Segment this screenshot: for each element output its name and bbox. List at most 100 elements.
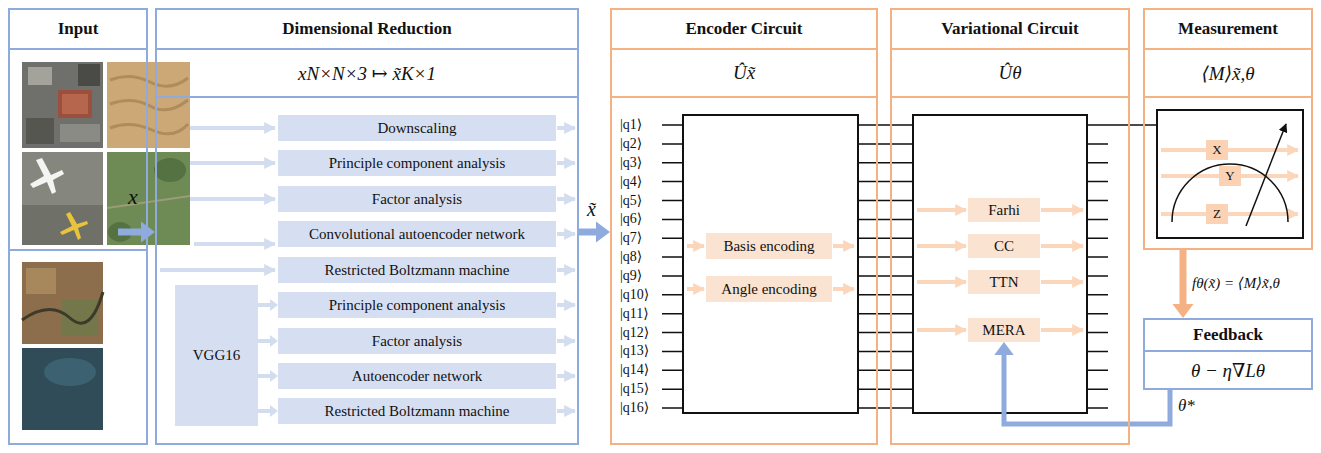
connector-line [258,409,270,413]
method-label: Farhi [988,202,1020,219]
arrowhead [596,222,610,243]
court [62,94,88,114]
method-box: Factor analysis [278,186,556,212]
edge-label: θ* [1178,396,1195,416]
panel-header: Input [10,10,146,50]
method-label: Basis encoding [723,238,814,255]
urban-image [22,62,103,148]
connector [258,299,278,311]
connector-line [258,339,270,343]
road [107,196,190,208]
connector-line [258,374,270,378]
method-box: Angle encoding [706,276,832,302]
method-box: Principle component analysis [278,150,556,176]
dunes [110,76,188,133]
pauli-label: X [1212,142,1221,158]
variational-block [913,115,1087,413]
method-box: MERA [968,318,1040,342]
stage-panel: Dimensional Reduction xN×N×3 ↦ x̃K×1Downs… [155,8,579,445]
qubit-label: |q12⟩ [620,324,649,341]
qubit-label: |q5⟩ [620,192,642,209]
panel-header: Dimensional Reduction [157,10,577,50]
image-ground [22,152,103,245]
meter-needle [1246,124,1286,226]
connector-line [1180,250,1187,304]
qubit-label: |q10⟩ [620,286,649,303]
arrowhead [270,405,278,417]
flow-arrow [190,161,275,165]
flow-arrow [557,409,575,413]
tree-patch [154,158,186,182]
method-box: Factor analysis [278,328,556,354]
panel-title: Encoder Circuit [686,19,803,39]
flow-arrow [557,374,575,378]
edge-label: fθ(x̃) = ⟨M⟩x̃,θ [1192,274,1280,292]
flow-arrow [557,303,575,307]
stage-panel: Encoder CircuitÛx̃Basis encodingAngle en… [610,8,878,445]
pauli-box: Y [1219,166,1241,186]
edge-label: x̃ [587,198,596,221]
qubit-label: |q16⟩ [620,399,649,416]
image-ground [22,262,103,344]
method-box: TTN [968,270,1040,294]
method-label: Downscaling [377,120,456,137]
formula: xN×N×3 ↦ x̃K×1 [298,62,436,85]
airport-image [22,152,103,245]
flow-arrow [1041,328,1083,332]
flow-arrow [917,280,966,284]
qubit-label: |q13⟩ [620,342,649,359]
formula-row: ⟨M⟩x̃,θ [1145,50,1311,98]
image-ground [107,62,190,148]
flow-arrow [557,232,575,236]
flow-arrow [917,328,966,332]
encoder-block [683,115,858,413]
pauli-box: Z [1206,204,1228,224]
panel-header: Feedback [1145,320,1311,352]
flow-arrow [687,287,704,291]
panel-title: Dimensional Reduction [282,19,452,39]
flow-arrow [833,244,854,248]
qubit-label: |q8⟩ [620,248,642,265]
connector [1173,250,1194,318]
building [60,124,100,142]
method-box: Restricted Boltzmann machine [278,398,556,424]
flow-arrow [917,208,966,212]
flow-arrow [557,126,575,130]
connector [258,335,278,347]
flow-arrow [557,339,575,343]
formula-row: xN×N×3 ↦ x̃K×1 [157,50,577,98]
flow-arrow [190,126,275,130]
flow-arrow [194,242,275,246]
connector-line [579,229,596,236]
method-box: VGG16 [175,285,258,426]
image-ground [22,348,103,430]
formula-row: Ûθ [892,50,1128,98]
flow-arrow [1161,212,1298,216]
building [28,67,52,85]
flow-arrow [1041,280,1083,284]
flow-arrow [1161,148,1298,152]
formula: ⟨M⟩x̃,θ [1201,62,1254,85]
qubit-label: |q1⟩ [620,116,642,133]
pauli-label: Y [1225,168,1234,184]
panel-divider [8,249,148,251]
method-label: Angle encoding [721,281,816,298]
panel-header: Encoder Circuit [612,10,876,50]
stage-panel: Variational CircuitÛθFarhiCCTTNMERA [890,8,1130,445]
method-box: Convolutional autoencoder network [278,221,556,247]
farmland-image [22,262,103,344]
method-label: Restricted Boltzmann machine [325,403,510,420]
formula-row: θ − η∇Lθ [1145,352,1311,388]
flow-arrow [160,268,275,272]
qubit-wires [662,125,1157,408]
method-box: Principle component analysis [278,292,556,318]
meter-box [1157,110,1303,238]
method-box: CC [968,234,1040,258]
qubit-label: |q11⟩ [620,305,649,322]
flow-arrow [557,197,575,201]
connector [579,222,610,243]
qubit-label: |q9⟩ [620,267,642,284]
flow-arrow [557,161,575,165]
flow-arrows [687,210,1083,330]
